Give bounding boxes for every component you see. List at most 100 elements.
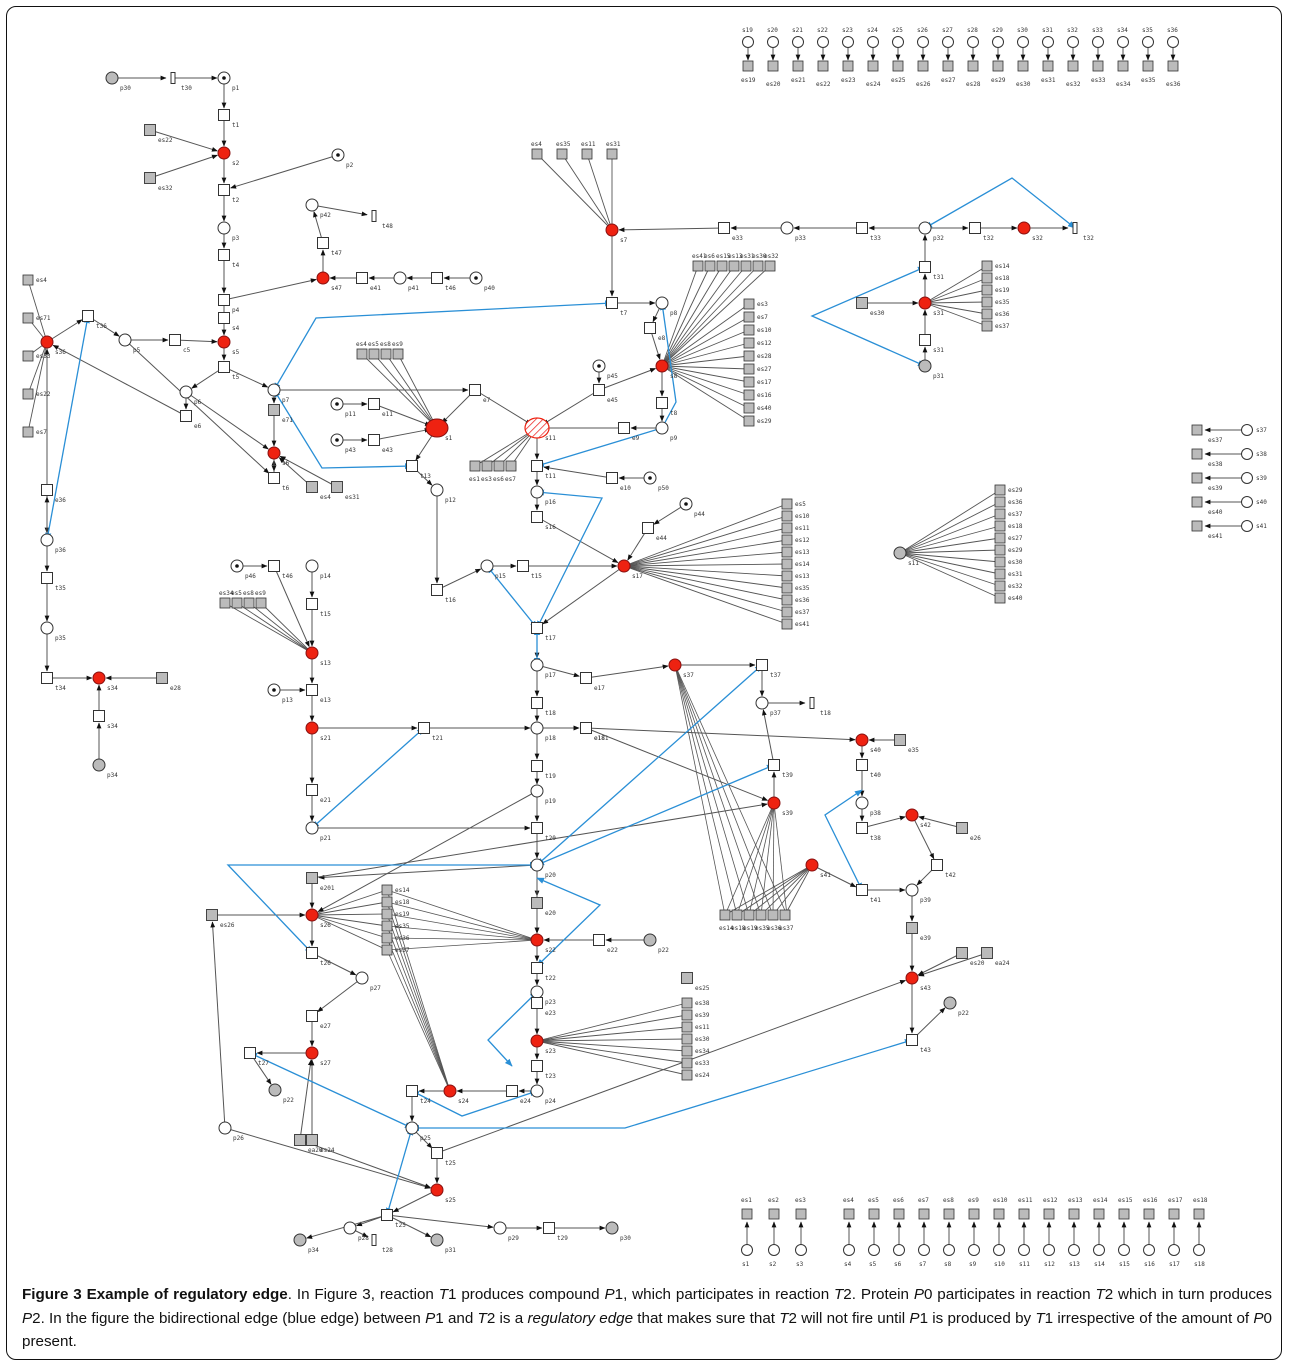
node-t48: t48 [371,210,393,230]
node-label: s6 [282,460,290,467]
svg-text:s35: s35 [1142,27,1153,34]
node-s2: s2 [217,146,240,167]
svg-text:s3: s3 [796,1261,804,1268]
node-label: p11 [345,411,356,418]
regulatory-edge-14 [824,789,863,891]
enzyme-node [981,296,993,308]
enzyme-arc [661,365,750,422]
svg-text:es2: es2 [768,1197,779,1204]
node-label: s5 [232,349,240,356]
enzyme-arc [224,602,313,654]
caption-part: T [438,1286,449,1303]
node-label: s34 [107,685,118,692]
svg-text:es26: es26 [916,81,931,88]
caption-part: 2. In the figure the bidirectional edge … [32,1309,426,1327]
enzyme-arc [386,937,451,1092]
enzyme-label: es15 [716,253,731,260]
node-label: t36 [96,323,107,330]
node-label: e6 [194,423,202,430]
enzyme-node [994,568,1006,580]
node-p39: p39 [905,883,931,904]
enzyme-arc [924,301,988,304]
enzyme-label: es14 [719,925,734,932]
node-s40: s40 [855,733,881,754]
enzyme-arc [661,265,711,367]
node-p31: p31 [430,1233,456,1254]
regulatory-edge-8 [311,727,425,829]
svg-text:es7: es7 [918,1197,929,1204]
enzyme-arc [386,901,451,1092]
node-e9: e9 [618,422,640,442]
enzyme-label: es11 [795,525,810,532]
enzyme-label: es36 [767,925,782,932]
node-p45: p45 [592,359,618,380]
node-e26: e26 [956,822,981,842]
arc-p27-e27 [317,977,363,1013]
node-p14: p14 [305,559,331,580]
regulatory-edge-12 [226,861,538,954]
enzyme-arc [536,153,613,231]
enzyme-arc [623,563,788,567]
node-t15: t15 [517,560,542,580]
enzyme-node [994,508,1006,520]
node-label: e24 [520,1098,531,1105]
node-label: e201 [320,885,335,892]
node-label: s7 [620,237,628,244]
enzyme-label: es5 [368,341,379,348]
enzyme-label: es29 [1008,487,1023,494]
regulatory-edge-11 [536,764,775,866]
node-label: e44 [656,535,667,542]
enzyme-node [781,558,793,570]
node-e11: e11 [368,398,393,418]
node-label: e11 [382,411,393,418]
enzyme-arc [536,1026,688,1042]
node-label: e26 [970,835,981,842]
svg-text:es24: es24 [866,81,881,88]
node-p22c: p22 [943,996,969,1017]
node-t30: t30 [170,72,192,92]
svg-text:es10: es10 [993,1197,1008,1204]
svg-text:s5: s5 [869,1261,877,1268]
enzyme-node [781,606,793,618]
node-label: t18 [820,710,831,717]
node-label: p30 [120,85,131,92]
svg-text:s26: s26 [917,27,928,34]
node-t32: t32 [969,222,994,242]
enzyme-label: es3 [757,301,768,308]
enzyme-label: es38 [695,1000,710,1007]
node-label: t35 [55,585,66,592]
node-label: s41 [820,872,831,879]
enzyme-arc [661,342,750,367]
node-p28: p28 [343,1221,369,1242]
node-e22: e22 [593,934,618,954]
enzyme-node [743,298,755,310]
node-p9: p9 [655,421,678,442]
enzyme-arc [661,265,699,367]
enzyme-arc [899,513,1001,554]
node-label: c5 [183,347,191,354]
enzyme-label: es13 [795,573,810,580]
node-p43: p43 [330,433,356,454]
enzyme-label: es8 [243,590,254,597]
enzyme-arc [661,303,750,367]
enzyme-label: es12 [757,340,772,347]
svg-text:es36: es36 [1166,81,1181,88]
arc-p26-s25 [224,1127,431,1189]
enzyme-arc [474,427,538,467]
enzyme-arc [661,365,750,370]
node-s27: s27 [305,1046,331,1067]
node-s8: s8 [655,359,678,380]
svg-text:s41: s41 [1256,523,1267,530]
arc-p6-s6 [185,391,269,450]
caption-part: P [913,1286,924,1303]
node-es25: es25 [681,972,710,992]
